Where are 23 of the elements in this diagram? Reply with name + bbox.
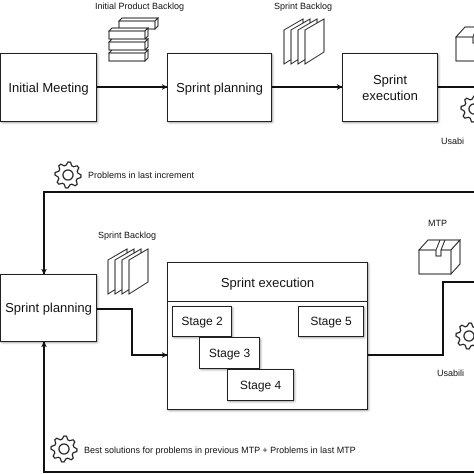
connector-arrow [41,191,474,275]
feedback-label: Problems in last increment [88,170,194,180]
process-box: Sprint execution [342,53,438,122]
process-box: Initial Meeting [0,53,97,122]
process-container [167,262,368,410]
artifact-label: MTP [428,218,447,228]
stage-box: Stage 5 [298,306,364,337]
container-title: Sprint execution [220,274,314,290]
stage-box: Stage 2 [172,306,232,337]
connector-arrow [41,341,474,473]
connector-arrow [97,308,168,358]
feedback-label: Best solutions for problems in previous MTP + Problems in last MTP [84,445,356,455]
process-box: Sprint planning [167,53,272,122]
stage-box: Stage 4 [227,369,294,401]
connector-arrow [272,84,343,90]
artifact-label: Sprint Backlog [98,230,156,240]
stage-box: Stage 3 [199,337,260,369]
artifact-label: Usabili [437,368,464,378]
process-box: Sprint planning [0,274,97,342]
artifact-label: Usabi [441,136,464,146]
artifact-label: Sprint Backlog [274,1,332,11]
connector-arrow [97,84,168,90]
artifact-label: Initial Product Backlog [95,1,184,11]
